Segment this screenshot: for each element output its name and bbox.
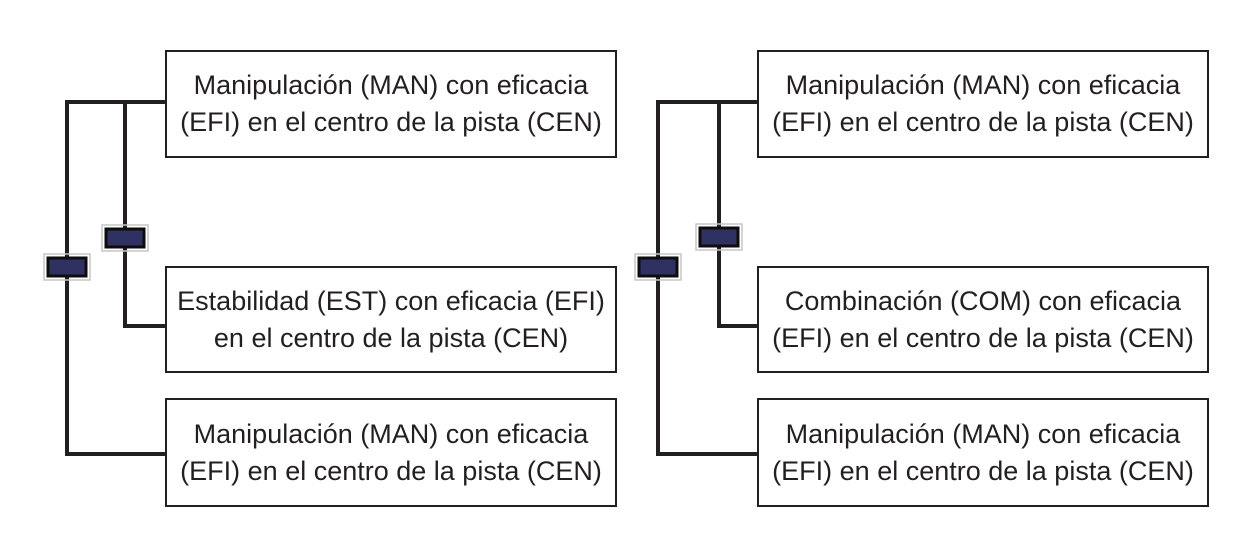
right-tree-inner-connector <box>717 100 757 328</box>
left-tree-outer-connector <box>65 100 165 456</box>
label-line: (EFI) en el centro de la pista (CEN) <box>180 107 602 137</box>
right-inner-cluster-node <box>695 223 743 251</box>
label-line: Manipulación (MAN) con eficacia <box>193 418 589 449</box>
label-line: (EFI) en el centro de la pista (CEN) <box>772 322 1194 353</box>
left-inner-cluster-node <box>101 224 149 252</box>
left-top-label-box: Manipulación (MAN) con eficacia (EFI) en… <box>165 50 617 158</box>
label-line: en el centro de la pista (CEN) <box>213 322 569 353</box>
right-middle-label-box: Combinación (COM) con eficacia (EFI) en … <box>757 266 1209 373</box>
label-line: Estabilidad (EST) con eficacia (EFI) <box>177 285 605 316</box>
right-top-label-box: Manipulación (MAN) con eficacia (EFI) en… <box>757 50 1209 158</box>
label-line: Manipulación (MAN) con eficacia <box>193 70 589 100</box>
label-line: Manipulación (MAN) con eficacia <box>785 70 1181 100</box>
left-outer-cluster-node <box>43 253 91 281</box>
label-line: (EFI) en el centro de la pista (CEN) <box>772 455 1194 486</box>
label-line: Manipulación (MAN) con eficacia <box>785 418 1181 449</box>
left-middle-label-box: Estabilidad (EST) con eficacia (EFI) en … <box>165 266 617 373</box>
left-tree-inner-connector <box>123 100 165 328</box>
label-line: Combinación (COM) con eficacia <box>784 285 1182 316</box>
left-bottom-label-box: Manipulación (MAN) con eficacia (EFI) en… <box>165 398 617 507</box>
right-tree-outer-connector <box>656 100 757 456</box>
label-line: (EFI) en el centro de la pista (CEN) <box>772 107 1194 137</box>
right-bottom-label-box: Manipulación (MAN) con eficacia (EFI) en… <box>757 398 1209 507</box>
label-line: (EFI) en el centro de la pista (CEN) <box>180 455 602 486</box>
right-outer-cluster-node <box>634 253 682 281</box>
